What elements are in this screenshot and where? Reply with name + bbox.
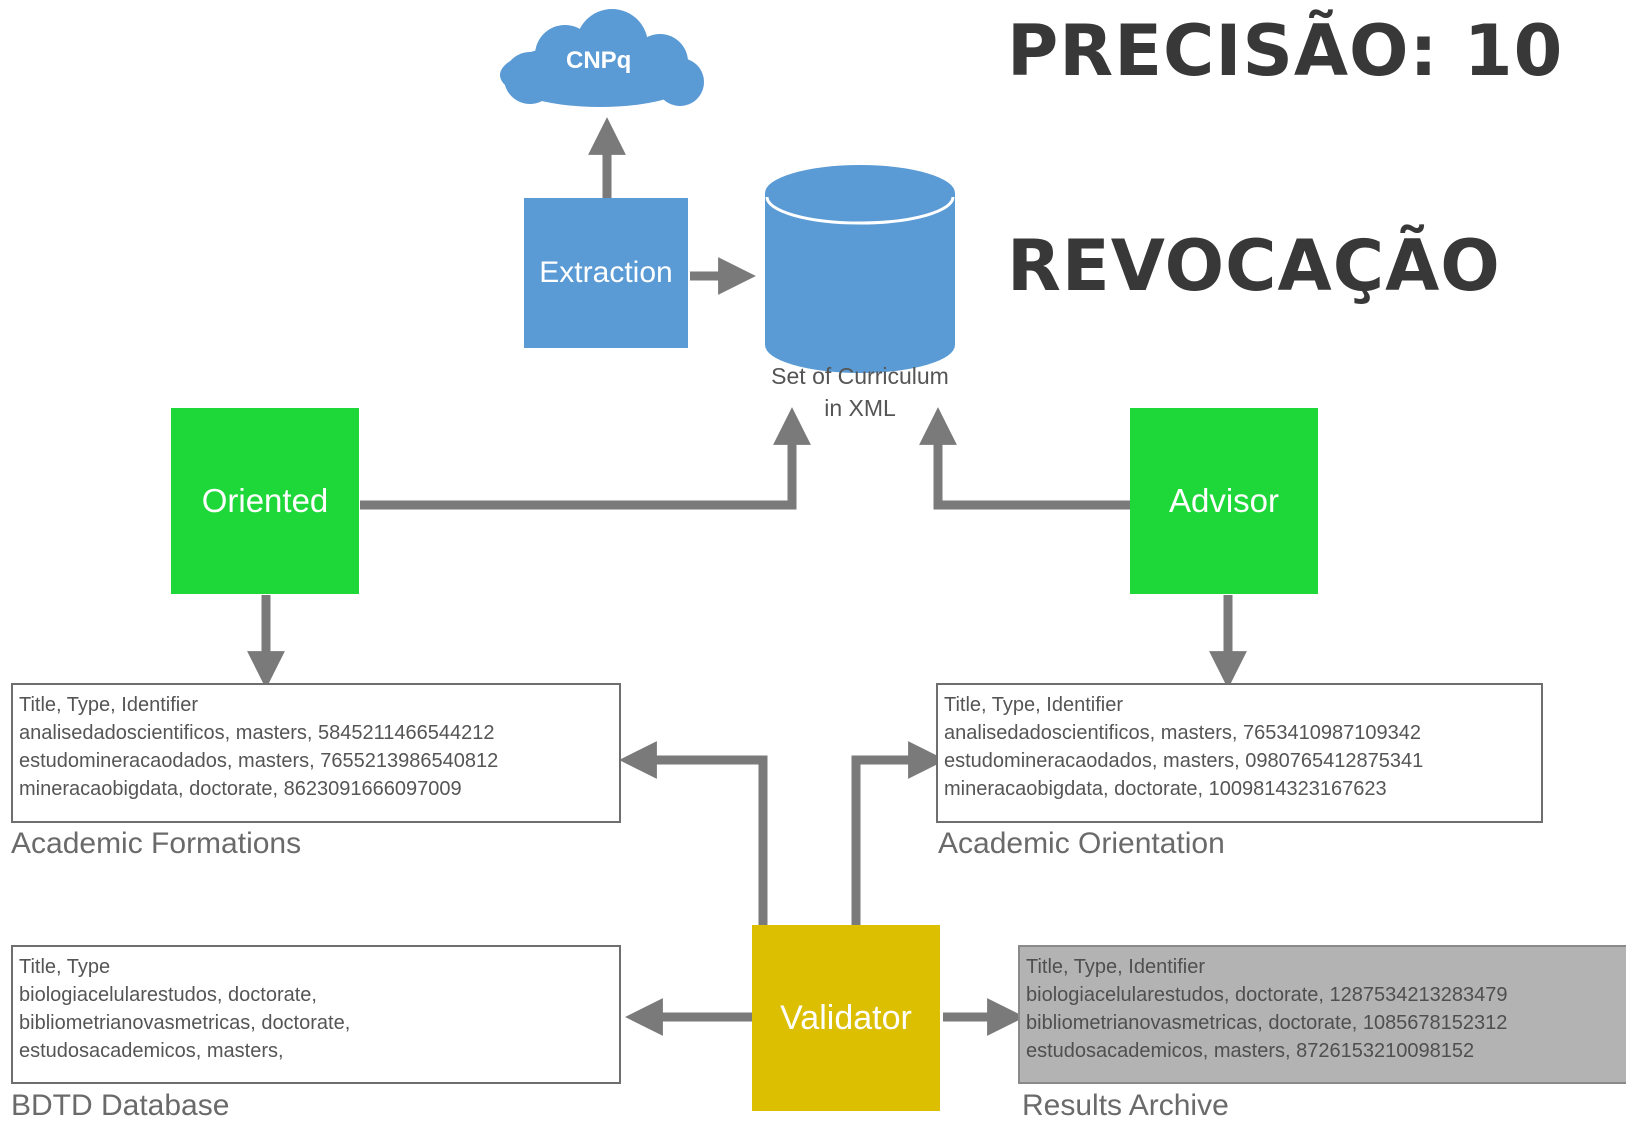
database-caption-line-1: Set of Curriculum bbox=[771, 363, 949, 389]
table-row: estudomineracaodados, masters, 765521398… bbox=[19, 750, 499, 772]
table-header: Title, Type, Identifier bbox=[944, 694, 1123, 716]
table-row: biologiacelularestudos, doctorate, bbox=[19, 984, 317, 1006]
table-row: mineracaobigdata, doctorate, 86230916660… bbox=[19, 778, 462, 800]
table-row: estudosacademicos, masters, 872615321009… bbox=[1026, 1040, 1475, 1062]
cnpq-label: CNPq bbox=[566, 47, 632, 74]
validator-label: Validator bbox=[780, 998, 912, 1037]
database-cylinder bbox=[765, 165, 955, 373]
table-row: bibliometrianovasmetricas, doctorate, 10… bbox=[1026, 1012, 1508, 1034]
arrow-oriented-to-database bbox=[360, 407, 811, 510]
bdtd-database-table: Title, Type biologiacelularestudos, doct… bbox=[11, 945, 621, 1084]
advisor-label: Advisor bbox=[1168, 482, 1280, 519]
arrow-validator-to-formations bbox=[619, 741, 768, 925]
cnpq-cloud-shape bbox=[500, 9, 704, 107]
results-archive-caption: Results Archive bbox=[1022, 1089, 1229, 1122]
extraction-label: Extraction bbox=[539, 256, 673, 289]
table-header: Title, Type bbox=[19, 956, 111, 978]
database-caption-line-2: in XML bbox=[824, 395, 896, 421]
advisor-box: Advisor bbox=[1130, 408, 1318, 594]
database-caption: Set of Curriculum in XML bbox=[740, 360, 980, 424]
bdtd-database-caption: BDTD Database bbox=[11, 1089, 230, 1122]
oriented-box: Oriented bbox=[171, 408, 359, 594]
table-header: Title, Type, Identifier bbox=[19, 694, 198, 716]
table-header: Title, Type, Identifier bbox=[1026, 956, 1205, 978]
table-row: analisedadoscientificos, masters, 765341… bbox=[944, 722, 1422, 744]
recall-headline: REVOCAÇÃO bbox=[1007, 225, 1501, 307]
table-row: analisedadoscientificos, masters, 584521… bbox=[19, 722, 495, 744]
academic-orientation-table: Title, Type, Identifier analisedadoscien… bbox=[936, 683, 1543, 823]
academic-formations-caption: Academic Formations bbox=[11, 827, 302, 860]
academic-formations-table: Title, Type, Identifier analisedadoscien… bbox=[11, 683, 621, 823]
table-row: mineracaobigdata, doctorate, 10098143231… bbox=[944, 778, 1387, 800]
table-row: estudomineracaodados, masters, 098076541… bbox=[944, 750, 1424, 772]
oriented-label: Oriented bbox=[201, 482, 329, 519]
table-row: bibliometrianovasmetricas, doctorate, bbox=[19, 1012, 351, 1034]
extraction-box: Extraction bbox=[524, 198, 688, 348]
arrow-advisor-to-database bbox=[919, 407, 1130, 510]
results-archive-table: Title, Type, Identifier biologiacelulare… bbox=[1018, 945, 1626, 1084]
precision-headline: PRECISÃO: 10 bbox=[1007, 10, 1564, 92]
academic-orientation-caption: Academic Orientation bbox=[938, 827, 1225, 860]
validator-box: Validator bbox=[752, 925, 940, 1111]
table-row: estudosacademicos, masters, bbox=[19, 1040, 284, 1062]
table-row: biologiacelularestudos, doctorate, 12875… bbox=[1026, 984, 1508, 1006]
arrow-validator-to-orientation bbox=[851, 741, 946, 925]
